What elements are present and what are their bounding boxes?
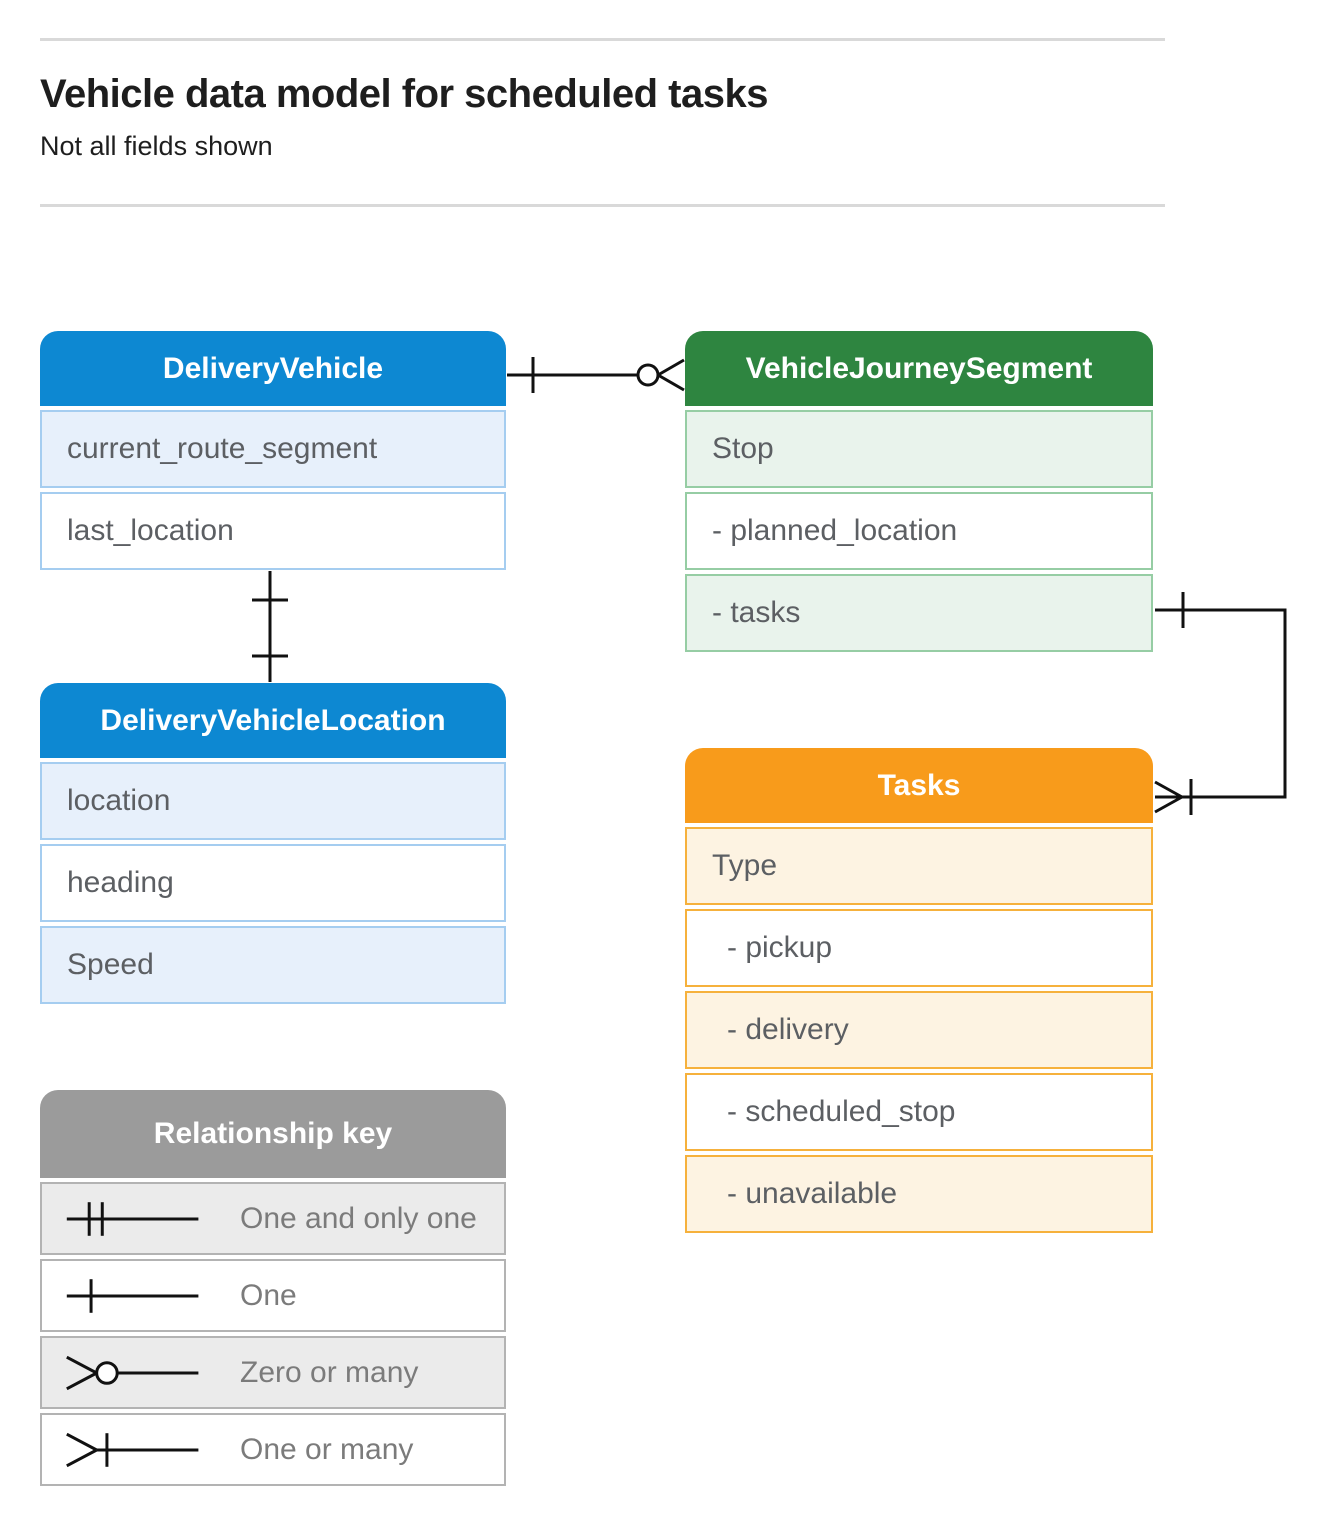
field-row: - delivery	[685, 991, 1153, 1069]
entity-title: DeliveryVehicleLocation	[100, 703, 446, 737]
field-label: - tasks	[712, 596, 801, 629]
entity-delivery-vehicle-location-header: DeliveryVehicleLocation	[40, 683, 506, 758]
connector-vehiclejourneysegment-tasks	[1154, 592, 1287, 815]
entity-tasks-header: Tasks	[685, 748, 1153, 823]
top-divider	[40, 38, 1165, 41]
legend-label: One or many	[240, 1432, 414, 1466]
legend-row: One and only one	[40, 1182, 506, 1255]
field-row: - pickup	[685, 909, 1153, 987]
field-label: - unavailable	[727, 1177, 898, 1210]
entity-vehicle-journey-segment-header: VehicleJourneySegment	[685, 331, 1153, 406]
field-label: current_route_segment	[67, 432, 378, 465]
page-subtitle: Not all fields shown	[40, 131, 273, 161]
field-row: - tasks	[685, 574, 1153, 652]
entity-tasks: Tasks Type - pickup - delivery - schedul…	[685, 748, 1153, 1233]
field-row: Speed	[40, 926, 506, 1004]
field-row: - unavailable	[685, 1155, 1153, 1233]
connector-deliveryvehicle-deliveryvehiclelocation	[252, 571, 288, 682]
connector-deliveryvehicle-vehiclejourneysegment	[507, 357, 685, 393]
entity-title: VehicleJourneySegment	[745, 351, 1093, 385]
one-and-only-one-icon	[66, 1201, 199, 1236]
field-row: - scheduled_stop	[685, 1073, 1153, 1151]
field-row: last_location	[40, 492, 506, 570]
field-row: current_route_segment	[40, 410, 506, 488]
field-label: last_location	[67, 514, 234, 547]
field-label: - planned_location	[712, 514, 958, 547]
field-label: - scheduled_stop	[727, 1095, 956, 1128]
page-title: Vehicle data model for scheduled tasks	[40, 72, 768, 116]
legend-row: Zero or many	[40, 1336, 506, 1409]
field-row: location	[40, 762, 506, 840]
entity-title: DeliveryVehicle	[162, 351, 384, 385]
legend-label: One and only one	[240, 1201, 477, 1235]
field-row: heading	[40, 844, 506, 922]
field-label: - delivery	[727, 1013, 849, 1046]
entity-delivery-vehicle: DeliveryVehicle current_route_segment la…	[40, 331, 506, 570]
field-row: - planned_location	[685, 492, 1153, 570]
one-icon	[66, 1278, 199, 1313]
header-bottom-divider	[40, 204, 1165, 207]
field-label: Stop	[712, 432, 774, 465]
legend-row: One or many	[40, 1413, 506, 1486]
field-label: Type	[712, 849, 778, 882]
entity-delivery-vehicle-header: DeliveryVehicle	[40, 331, 506, 406]
entity-vehicle-journey-segment: VehicleJourneySegment Stop - planned_loc…	[685, 331, 1153, 652]
field-row: Stop	[685, 410, 1153, 488]
relationship-key-title: Relationship key	[153, 1117, 393, 1150]
zero-or-many-icon	[66, 1355, 199, 1390]
legend-row: One	[40, 1259, 506, 1332]
legend-label: One	[240, 1278, 297, 1312]
one-or-many-icon	[66, 1432, 199, 1467]
relationship-key-header: Relationship key	[40, 1090, 506, 1178]
entity-delivery-vehicle-location: DeliveryVehicleLocation location heading…	[40, 683, 506, 1004]
field-label: heading	[67, 866, 174, 899]
field-label: - pickup	[727, 931, 833, 964]
entity-title: Tasks	[877, 768, 961, 802]
legend-label: Zero or many	[240, 1355, 419, 1389]
field-label: location	[67, 784, 171, 817]
field-row: Type	[685, 827, 1153, 905]
field-label: Speed	[67, 948, 154, 981]
relationship-key: Relationship key One and only one One	[40, 1090, 506, 1486]
